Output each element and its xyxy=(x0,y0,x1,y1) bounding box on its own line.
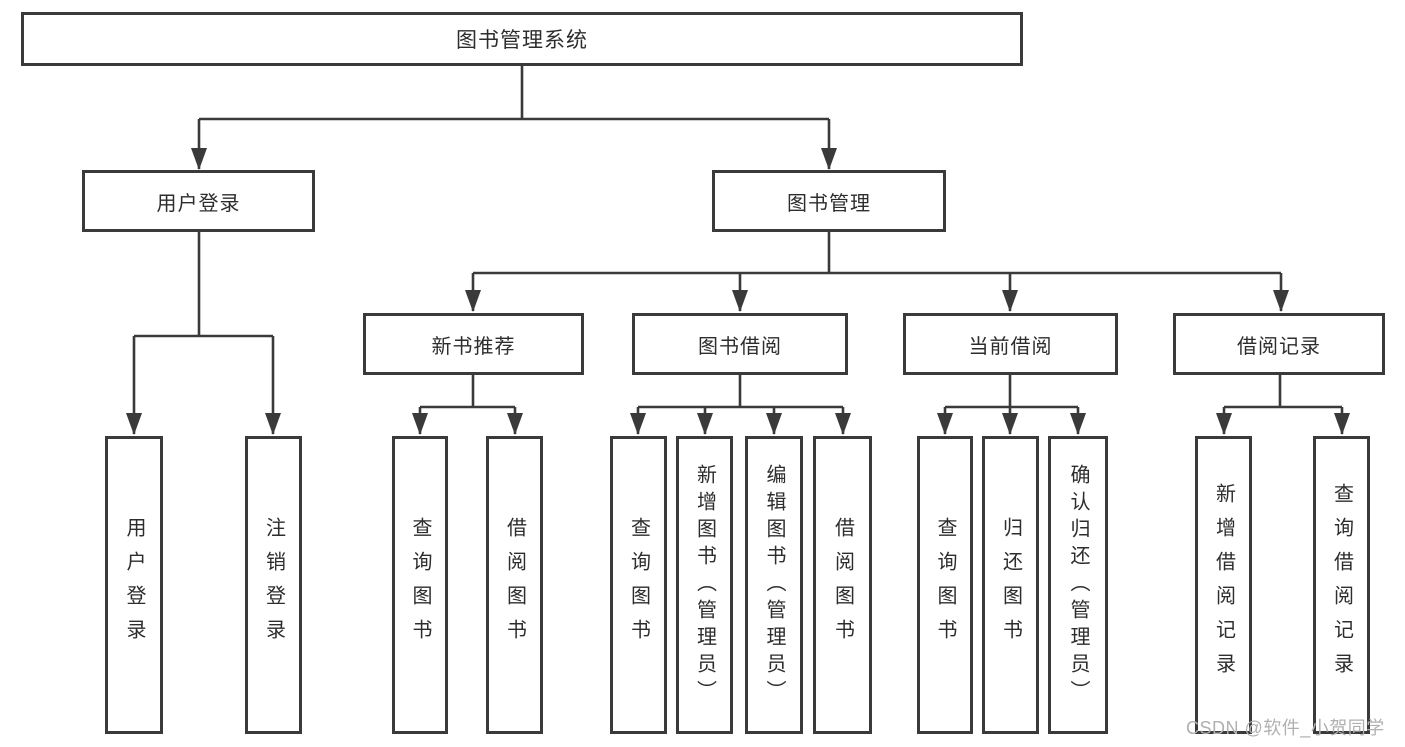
leaf-label: 借阅图书 xyxy=(831,517,854,653)
node-leaf-return-book: 归还图书 xyxy=(982,436,1039,734)
node-user-login: 用户登录 xyxy=(82,170,315,232)
leaf-label: 确认归还（管理员） xyxy=(1067,463,1089,707)
node-leaf-user-login: 用户登录 xyxy=(105,436,163,734)
leaf-label: 用户登录 xyxy=(123,517,145,653)
node-leaf-query-books-1: 查询图书 xyxy=(392,436,448,734)
node-library-system: 图书管理系统 xyxy=(21,12,1023,66)
leaf-label: 注销登录 xyxy=(262,517,285,653)
node-current-borrowing: 当前借阅 xyxy=(903,313,1118,375)
leaf-label: 新增图书（管理员） xyxy=(693,463,716,707)
node-book-management: 图书管理 xyxy=(712,170,946,232)
node-leaf-edit-book-admin: 编辑图书（管理员） xyxy=(745,436,803,734)
node-new-book-recommend: 新书推荐 xyxy=(363,313,584,375)
node-leaf-confirm-return-admin: 确认归还（管理员） xyxy=(1048,436,1108,734)
leaf-label: 借阅图书 xyxy=(503,517,526,653)
node-leaf-logout: 注销登录 xyxy=(245,436,302,734)
csdn-watermark: CSDN @软件_小贺同学 xyxy=(1186,718,1385,738)
node-book-borrowing: 图书借阅 xyxy=(632,313,848,375)
leaf-label: 编辑图书（管理员） xyxy=(763,463,785,707)
node-borrowing-records: 借阅记录 xyxy=(1173,313,1385,375)
leaf-label: 查询借阅记录 xyxy=(1330,483,1353,687)
leaf-label: 查询图书 xyxy=(627,517,650,653)
leaf-label: 归还图书 xyxy=(999,517,1022,653)
node-leaf-query-borrow-record: 查询借阅记录 xyxy=(1313,436,1370,734)
node-leaf-add-book-admin: 新增图书（管理员） xyxy=(676,436,733,734)
node-leaf-query-books-3: 查询图书 xyxy=(917,436,973,734)
node-leaf-add-borrow-record: 新增借阅记录 xyxy=(1195,436,1252,734)
node-leaf-borrow-books-1: 借阅图书 xyxy=(486,436,543,734)
leaf-label: 查询图书 xyxy=(409,517,431,653)
node-leaf-borrow-books-2: 借阅图书 xyxy=(813,436,872,734)
leaf-label: 查询图书 xyxy=(934,517,956,653)
node-leaf-query-books-2: 查询图书 xyxy=(610,436,667,734)
leaf-label: 新增借阅记录 xyxy=(1212,483,1235,687)
